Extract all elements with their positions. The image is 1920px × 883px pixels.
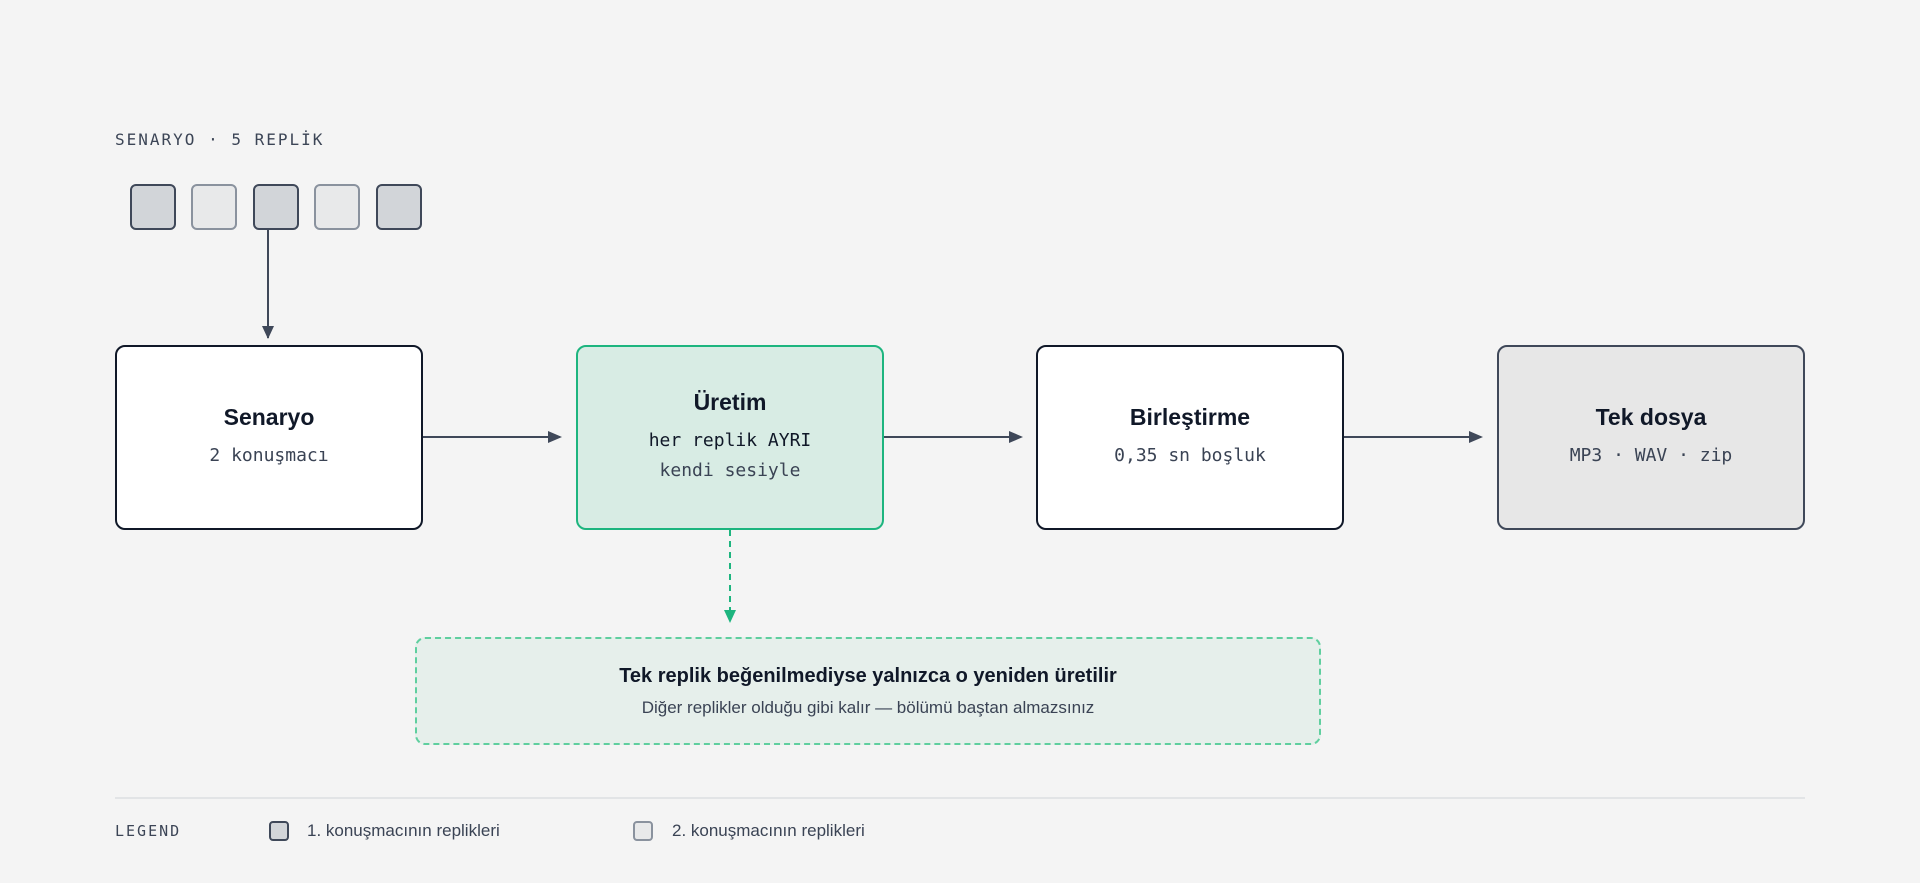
legend-swatch-speaker1	[269, 821, 289, 841]
line-square-3	[253, 184, 299, 230]
node-file: Tek dosya MP3 · WAV · zip	[1497, 345, 1805, 530]
node-script-sub: 2 konuşmacı	[209, 445, 329, 466]
arrowhead-lines-to-script	[262, 326, 274, 339]
node-generation-sub1: her replik AYRI	[648, 430, 812, 451]
line-square-4	[314, 184, 360, 230]
line-square-2	[191, 184, 237, 230]
legend-divider	[115, 797, 1805, 799]
node-file-title: Tek dosya	[1595, 404, 1707, 430]
node-file-sub: MP3 · WAV · zip	[1569, 445, 1733, 466]
legend-title: LEGEND	[115, 822, 182, 840]
node-generation-sub2: kendi sesiyle	[659, 460, 801, 481]
note-sub: Diğer replikler olduğu gibi kalır — bölü…	[641, 697, 1095, 717]
note-title: Tek replik beğenilmediyse yalnızca o yen…	[619, 664, 1117, 687]
arrowhead-script-to-generation	[548, 431, 562, 443]
arrowhead-merge-to-file	[1469, 431, 1483, 443]
scenario-label: SENARYO · 5 REPLİK	[115, 130, 325, 149]
node-merge-title: Birleştirme	[1129, 404, 1251, 430]
legend-label-speaker1: 1. konuşmacının replikleri	[307, 821, 500, 840]
arrowhead-generation-to-merge	[1009, 431, 1023, 443]
node-script-title: Senaryo	[223, 404, 315, 430]
line-square-1	[130, 184, 176, 230]
node-generation: Üretim her replik AYRI kendi sesiyle	[576, 345, 884, 530]
node-script: Senaryo 2 konuşmacı	[115, 345, 423, 530]
arrowhead-generation-to-note	[724, 610, 736, 623]
node-merge-sub: 0,35 sn boşluk	[1114, 445, 1266, 466]
legend-label-speaker2: 2. konuşmacının replikleri	[672, 821, 865, 840]
line-square-5	[376, 184, 422, 230]
node-generation-title: Üretim	[693, 389, 767, 415]
legend-swatch-speaker2	[633, 821, 653, 841]
regenerate-note: Tek replik beğenilmediyse yalnızca o yen…	[415, 637, 1321, 745]
node-merge: Birleştirme 0,35 sn boşluk	[1036, 345, 1344, 530]
